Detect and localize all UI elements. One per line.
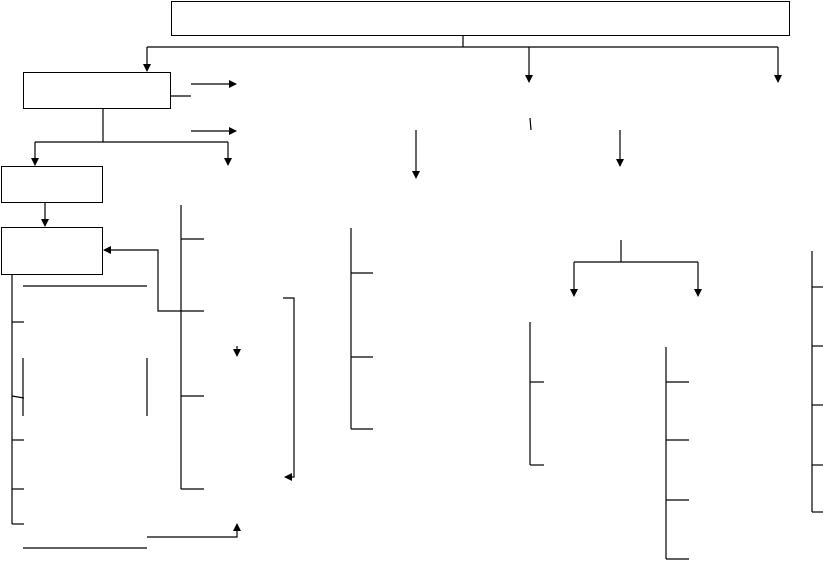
feedback-arrow bbox=[103, 246, 181, 312]
level2-left-box bbox=[1, 166, 103, 203]
left-tick-2 bbox=[11, 395, 25, 399]
level1-left-box bbox=[23, 72, 171, 109]
root-box bbox=[171, 1, 790, 36]
bottom-arrow-up bbox=[147, 523, 241, 538]
bracket-arrow bbox=[283, 297, 295, 481]
level3-left-box bbox=[1, 227, 103, 275]
mid-small-tick bbox=[529, 117, 532, 131]
